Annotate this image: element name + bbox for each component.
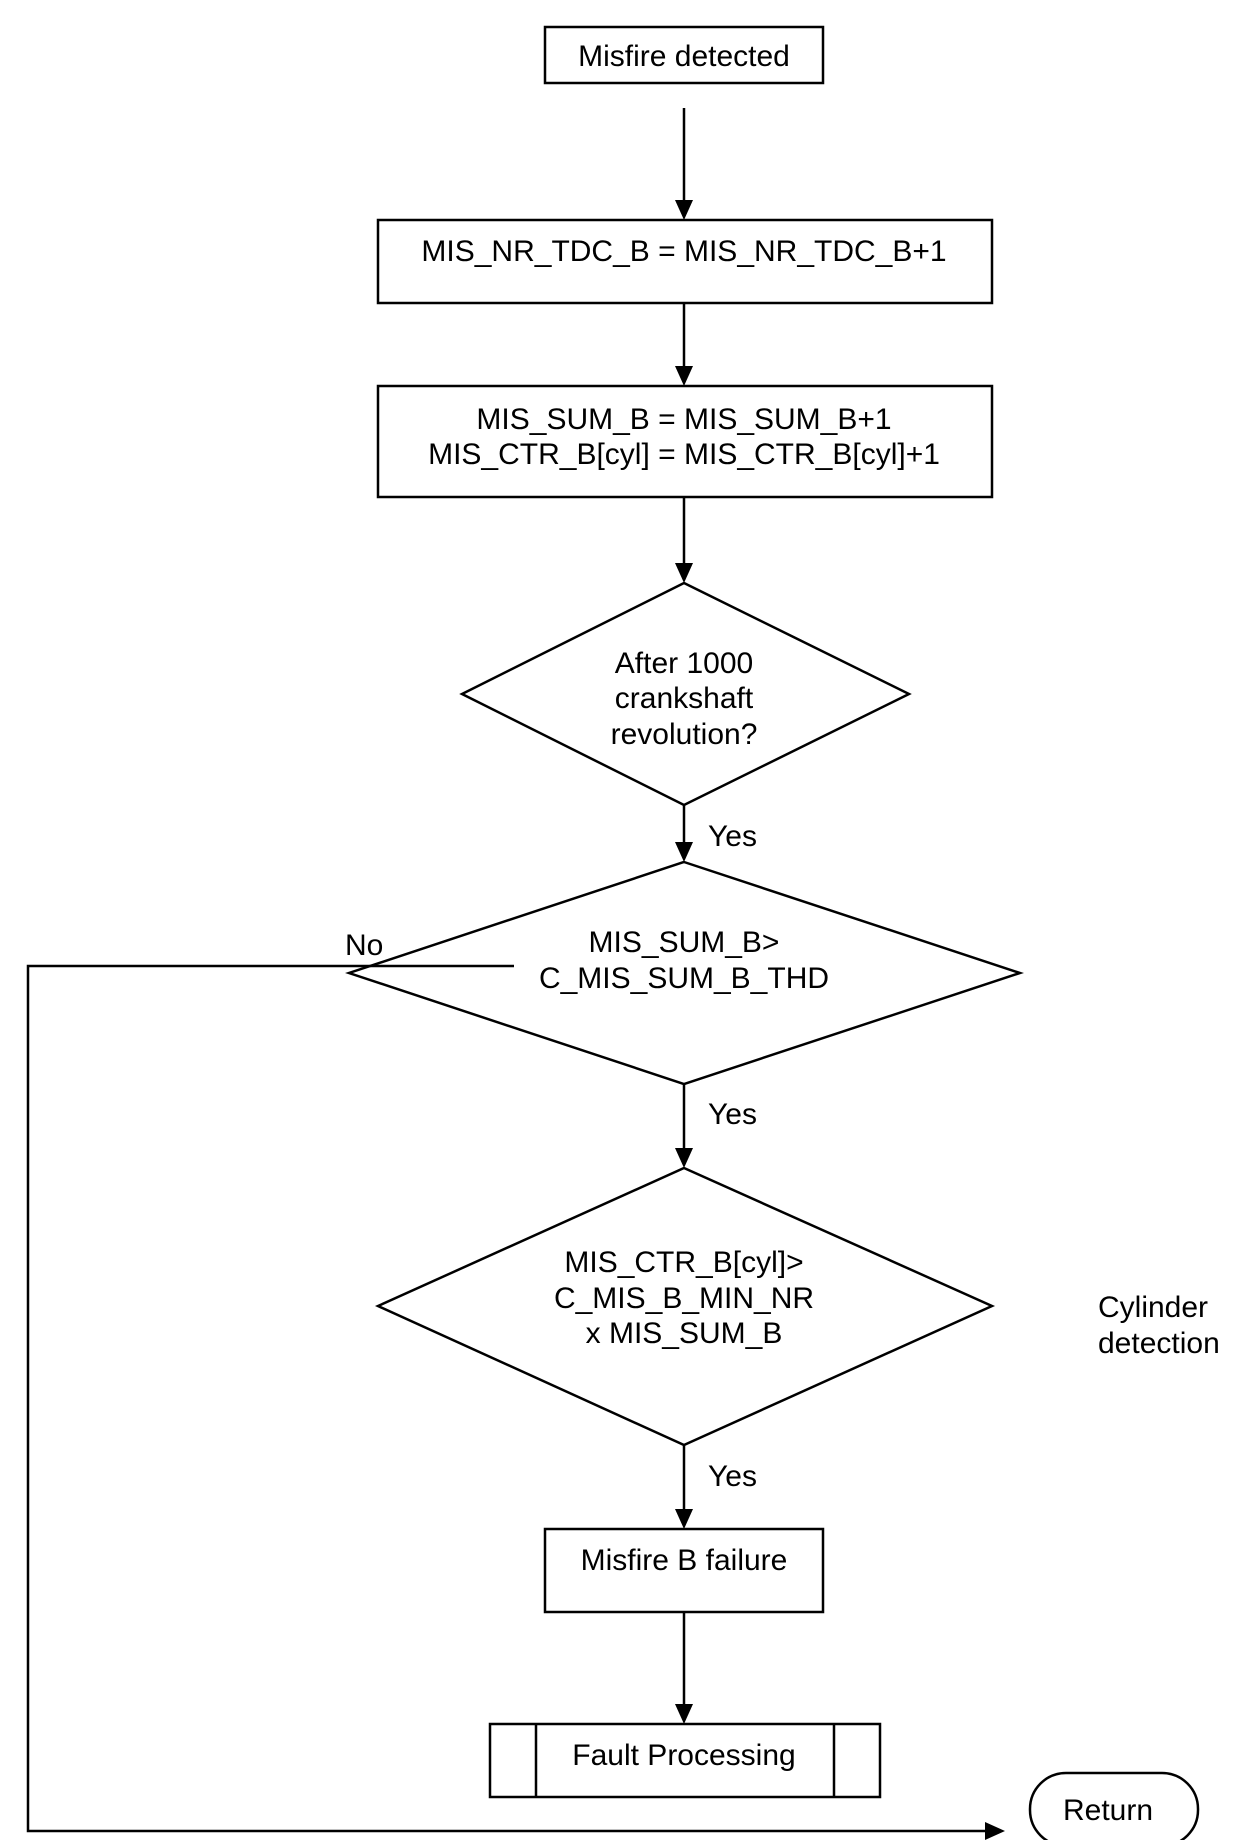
misfire-failure-node: Misfire B failure: [543, 1527, 825, 1614]
start-node: Misfire detected: [543, 25, 825, 85]
increment-sum-line-2: MIS_CTR_B[cyl] = MIS_CTR_B[cyl]+1: [428, 438, 940, 471]
yes-label-revolution: Yes: [708, 820, 757, 853]
revolution-line-2: crankshaft: [615, 682, 754, 715]
increment-sum-node: MIS_SUM_B = MIS_SUM_B+1 MIS_CTR_B[cyl] =…: [376, 384, 994, 499]
arrow-cylinder-check-to-failure: [675, 1445, 693, 1529]
return-label: Return: [1063, 1794, 1153, 1827]
misfire-failure-label: Misfire B failure: [581, 1544, 788, 1577]
fault-processing-node: Fault Processing: [488, 1722, 882, 1799]
cylinder-counter-line-2: C_MIS_B_MIN_NR: [554, 1282, 814, 1315]
cylinder-counter-line-1: MIS_CTR_B[cyl]>: [564, 1246, 803, 1279]
sum-threshold-line-1: MIS_SUM_B>: [589, 926, 780, 959]
revolution-decision: After 1000 crankshaft revolution?: [459, 581, 912, 807]
arrow-failure-to-fault: [675, 1612, 693, 1724]
return-node: Return: [1028, 1771, 1200, 1840]
cylinder-counter-decision: MIS_CTR_B[cyl]> C_MIS_B_MIN_NR x MIS_SUM…: [374, 1166, 996, 1447]
arrow-sum-check-to-cylinder-check: [675, 1084, 693, 1168]
increment-tdc-node: MIS_NR_TDC_B = MIS_NR_TDC_B+1: [376, 218, 994, 305]
revolution-line-1: After 1000: [615, 647, 753, 680]
arrow-tdc-to-sum: [675, 303, 693, 386]
fault-processing-label: Fault Processing: [572, 1739, 795, 1772]
no-label-sum: No: [345, 929, 383, 962]
cylinder-counter-line-3: x MIS_SUM_B: [586, 1317, 783, 1350]
yes-label-cylinder: Yes: [708, 1460, 757, 1493]
arrow-start-to-tdc: [675, 108, 693, 220]
sum-threshold-decision: MIS_SUM_B> C_MIS_SUM_B_THD: [345, 860, 1024, 1086]
arrow-revolution-to-sum-check: [675, 805, 693, 862]
yes-label-sum: Yes: [708, 1098, 757, 1131]
cylinder-detection-line-2: detection: [1098, 1327, 1220, 1360]
arrow-sum-to-revolution-check: [675, 497, 693, 583]
start-label: Misfire detected: [578, 40, 790, 73]
increment-tdc-label: MIS_NR_TDC_B = MIS_NR_TDC_B+1: [421, 235, 946, 268]
cylinder-detection-line-1: Cylinder: [1098, 1291, 1208, 1324]
no-branch-connector: [26, 964, 1005, 1840]
sum-threshold-line-2: C_MIS_SUM_B_THD: [539, 962, 829, 995]
revolution-line-3: revolution?: [611, 718, 758, 751]
increment-sum-line-1: MIS_SUM_B = MIS_SUM_B+1: [476, 403, 891, 436]
